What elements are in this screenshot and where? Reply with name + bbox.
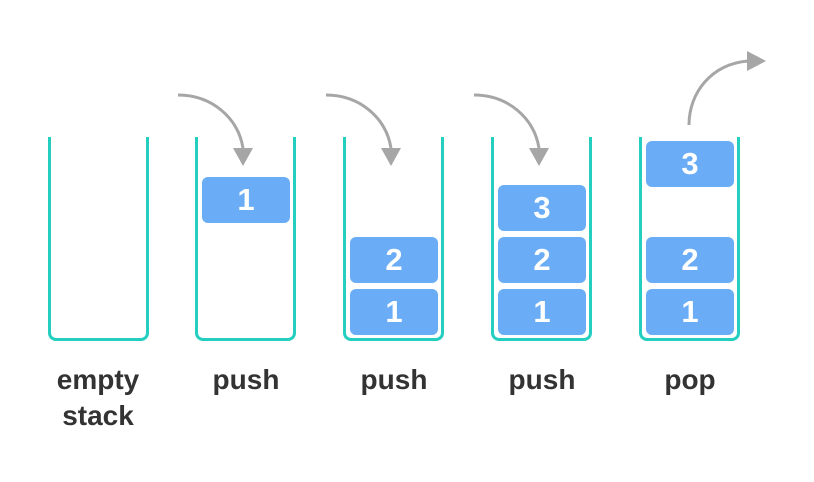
stack-container-push-1 <box>195 137 296 341</box>
pop-arrow <box>687 59 749 126</box>
stack-item-1: 1 <box>498 289 586 335</box>
step-label-push-3: push <box>508 364 576 395</box>
stack-item-3: 3 <box>498 185 586 231</box>
stack-item-2: 2 <box>498 237 586 283</box>
push-arrow-head-3 <box>529 148 549 166</box>
stack-item-2: 2 <box>646 237 734 283</box>
stack-container-push-3 <box>491 137 592 341</box>
label-line-1: empty <box>56 364 140 395</box>
stack-container-pop <box>639 137 740 341</box>
stack-container-empty <box>48 137 149 341</box>
stack-item-1: 1 <box>646 289 734 335</box>
step-label-push-1: push <box>212 364 280 395</box>
stack-item-2: 2 <box>350 237 438 283</box>
step-label-empty-stack: empty stack <box>28 362 168 434</box>
push-arrow-head-1 <box>233 148 253 166</box>
label-line-2: stack <box>62 400 134 431</box>
pop-arrow-head <box>747 51 766 71</box>
push-arrow-3 <box>473 93 541 149</box>
step-label-pop: pop <box>664 364 716 395</box>
popped-item-3: 3 <box>646 141 734 187</box>
push-arrow-head-2 <box>381 148 401 166</box>
stack-container-push-2 <box>343 137 444 341</box>
step-label-push-2: push <box>360 364 428 395</box>
push-arrow-1 <box>177 93 245 149</box>
push-arrow-2 <box>325 93 393 149</box>
stack-item-1: 1 <box>350 289 438 335</box>
stack-item-1: 1 <box>202 177 290 223</box>
